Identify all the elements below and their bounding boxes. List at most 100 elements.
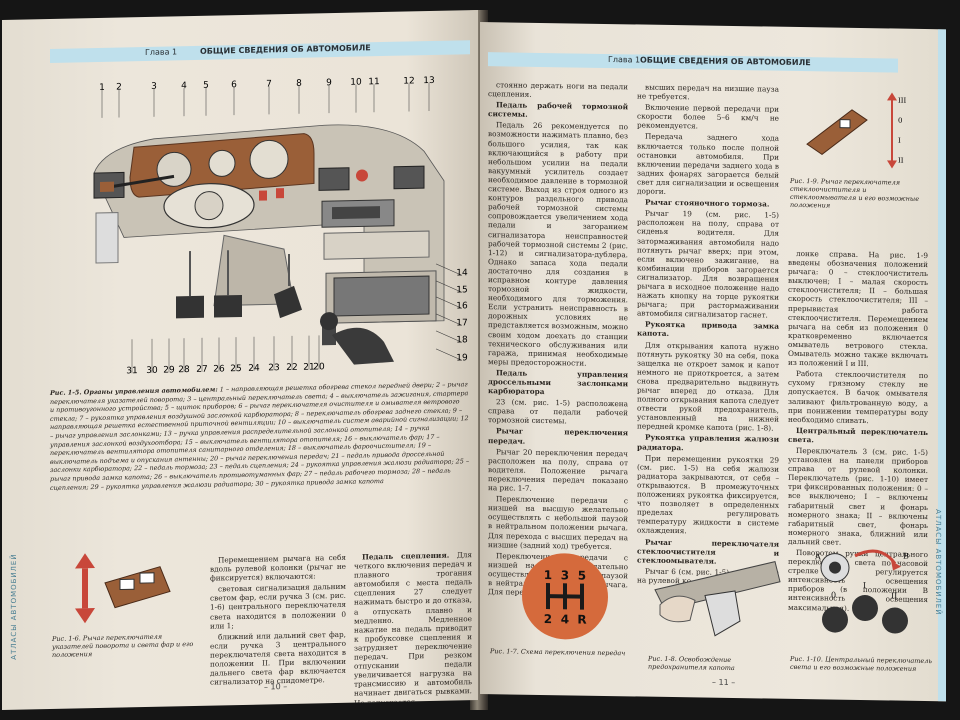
gear-label-2: 2 bbox=[544, 612, 552, 626]
callout-10: 10 bbox=[350, 77, 362, 87]
callout-6: 6 bbox=[231, 80, 237, 90]
fig-1-10-label-1: I bbox=[863, 581, 866, 590]
callout-31: 31 bbox=[126, 366, 137, 376]
callout-28: 28 bbox=[178, 365, 190, 375]
section-heading: Рукоятка управления жалюзи радиатора. bbox=[637, 433, 779, 452]
callout-17-leader bbox=[435, 313, 463, 326]
callout-12: 12 bbox=[403, 76, 414, 86]
section-heading: Рычаг стояночного тормоза. bbox=[645, 197, 770, 209]
body-paragraph: Переключение передачи с низшей на высшую… bbox=[488, 494, 628, 551]
callout-11: 11 bbox=[368, 77, 379, 87]
fig-1-9-caption: Рис. 1-9. Рычаг переключателя стеклоочис… bbox=[790, 176, 920, 210]
fig-1-10-label-2: II bbox=[891, 591, 897, 600]
callout-3: 3 bbox=[151, 82, 157, 92]
section-heading: Педаль управления дроссельными заслонкам… bbox=[488, 368, 628, 397]
fig-1-9-wiper-lever-drawing: III 0 I II bbox=[806, 92, 907, 169]
fig-1-6-lever-drawing bbox=[75, 553, 171, 624]
left-page-number: – 10 – bbox=[264, 682, 288, 692]
right-page-header: Глава 1 ОБЩИЕ СВЕДЕНИЯ ОБ АВТОМОБИЛЕ bbox=[488, 52, 898, 73]
fig-1-10-label-b: B bbox=[903, 552, 909, 561]
body-paragraph: лонке справа. На рис. 1-9 введены обозна… bbox=[788, 248, 928, 369]
callout-19: 19 bbox=[456, 353, 468, 363]
fig-1-8-hood-latch-drawing bbox=[654, 561, 781, 637]
body-paragraph: Рычаг 20 переключения передач расположен… bbox=[488, 446, 628, 493]
fig-1-7-gear-diagram: 1 3 5 2 4 R bbox=[522, 553, 608, 640]
callout-20: 20 bbox=[313, 362, 325, 372]
fig-1-7-caption: Рис. 1-7. Схема переключения передач bbox=[490, 647, 626, 658]
fig-1-5-legend: 1 – направляющая решетка обогрева стекол… bbox=[50, 380, 470, 492]
callout-24: 24 bbox=[248, 364, 260, 374]
fig-1-9-pos-3: III bbox=[898, 97, 907, 105]
fig-1-9-pos-2: II bbox=[898, 157, 904, 165]
right-page: Глава 1 ОБЩИЕ СВЕДЕНИЯ ОБ АВТОМОБИЛЕ АТЛ… bbox=[480, 22, 946, 702]
dashboard-drawing bbox=[93, 124, 445, 365]
fig-1-6-caption: Рис. 1-6. Рычаг переключателя указателей… bbox=[52, 632, 194, 659]
section-heading: Рукоятка привода замка капота. bbox=[637, 319, 779, 339]
left-column-b: Педаль сцепления. Для четкого включения … bbox=[354, 550, 472, 709]
left-page-header: Глава 1 ОБЩИЕ СВЕДЕНИЯ ОБ АВТОМОБИЛЕ bbox=[50, 40, 470, 63]
callout-16: 16 bbox=[456, 301, 468, 311]
body-paragraph: 23 (см. рис. 1-5) расположена справа от … bbox=[488, 397, 628, 426]
callout-16-leader bbox=[435, 296, 463, 309]
callout-23: 23 bbox=[268, 363, 279, 373]
callout-2: 2 bbox=[116, 82, 122, 92]
left-column-a: Перемещением рычага на себя вдоль рулево… bbox=[210, 553, 346, 689]
body-paragraph: Работа стеклоочистителя по сухому грязно… bbox=[788, 369, 928, 425]
callout-15: 15 bbox=[456, 285, 467, 295]
callout-29: 29 bbox=[163, 365, 175, 375]
body-paragraph: При перемещении рукоятки 29 (см. рис. 1-… bbox=[637, 453, 779, 536]
body-paragraph: Педаль 26 рекомендуется по возможности н… bbox=[488, 120, 628, 368]
left-col-a-paragraph: Перемещением рычага на себя вдоль рулево… bbox=[210, 552, 346, 583]
callout-1: 1 bbox=[99, 83, 105, 93]
callout-14: 14 bbox=[456, 268, 468, 278]
callout-17: 17 bbox=[456, 318, 467, 328]
right-side-label: АТЛАСЫ АВТОМОБИЛЕЙ bbox=[934, 509, 942, 616]
fig-1-10-label-a: A bbox=[814, 552, 821, 561]
left-page: Глава 1 ОБЩИЕ СВЕДЕНИЯ ОБ АВТОМОБИЛЕ bbox=[2, 10, 478, 710]
section-heading: Рычаг переключения передач. bbox=[488, 426, 628, 446]
fig-1-8-caption: Рис. 1-8. Освобождение предохранителя ка… bbox=[648, 654, 735, 673]
body-paragraph: Передача заднего хода включается только … bbox=[637, 132, 779, 196]
body-paragraph: Переключатель 3 (см. рис. 1-5) установле… bbox=[788, 445, 928, 547]
body-paragraph: Рычаг 19 (см. рис. 1-5) расположен на по… bbox=[637, 208, 779, 320]
callout-5: 5 bbox=[203, 81, 209, 91]
gear-label-1: 1 bbox=[544, 568, 552, 582]
callout-4: 4 bbox=[181, 81, 187, 91]
gear-label-5: 5 bbox=[578, 569, 586, 583]
callout-25: 25 bbox=[230, 364, 241, 374]
left-col-a-paragraph: световая сигнализация дальним светом фар… bbox=[210, 582, 346, 631]
right-chapter-title: ОБЩИЕ СВЕДЕНИЯ ОБ АВТОМОБИЛЕ bbox=[640, 55, 811, 68]
fig-1-5-caption: Рис. 1-5. Органы управления автомобилем:… bbox=[50, 380, 470, 492]
callout-9: 9 bbox=[326, 78, 332, 88]
left-chapter-label: Глава 1 bbox=[145, 47, 178, 58]
fig-1-10-caption: Рис. 1-10. Центральный переключатель све… bbox=[790, 654, 932, 673]
fig-1-9-pos-0: 0 bbox=[898, 117, 902, 125]
callout-13: 13 bbox=[423, 76, 434, 86]
gear-label-4: 4 bbox=[561, 612, 569, 626]
body-paragraph: высших передач на низшие пауза не требуе… bbox=[637, 82, 779, 102]
callout-15-leader bbox=[435, 280, 463, 293]
fig-1-10-light-switch-drawing: A B 0 I II bbox=[814, 549, 909, 634]
right-chapter-label: Глава 1 bbox=[608, 55, 641, 65]
gear-label-r: R bbox=[577, 613, 586, 627]
callout-18-leader bbox=[435, 330, 463, 343]
callout-8: 8 bbox=[296, 79, 302, 89]
right-column-2: высших передач на низшие пауза не требуе… bbox=[637, 82, 779, 588]
callout-30: 30 bbox=[146, 366, 158, 376]
callout-27: 27 bbox=[196, 365, 207, 375]
left-col-a-paragraph: ближний или дальний свет фар, если ручка… bbox=[210, 629, 346, 687]
right-column-1: стоянно держать ноги на педали сцепления… bbox=[488, 80, 628, 600]
callout-26: 26 bbox=[213, 364, 225, 374]
section-heading: Центральный переключатель света. bbox=[788, 425, 928, 445]
body-paragraph: стоянно держать ноги на педали сцепления… bbox=[488, 80, 628, 99]
body-paragraph: Включение первой передачи при скорости б… bbox=[637, 102, 779, 131]
right-page-number: – 11 – bbox=[712, 677, 736, 688]
callout-7: 7 bbox=[266, 79, 272, 89]
callout-14-leader bbox=[435, 263, 463, 276]
section-heading: Педаль рабочей тормозной системы. bbox=[488, 100, 628, 120]
